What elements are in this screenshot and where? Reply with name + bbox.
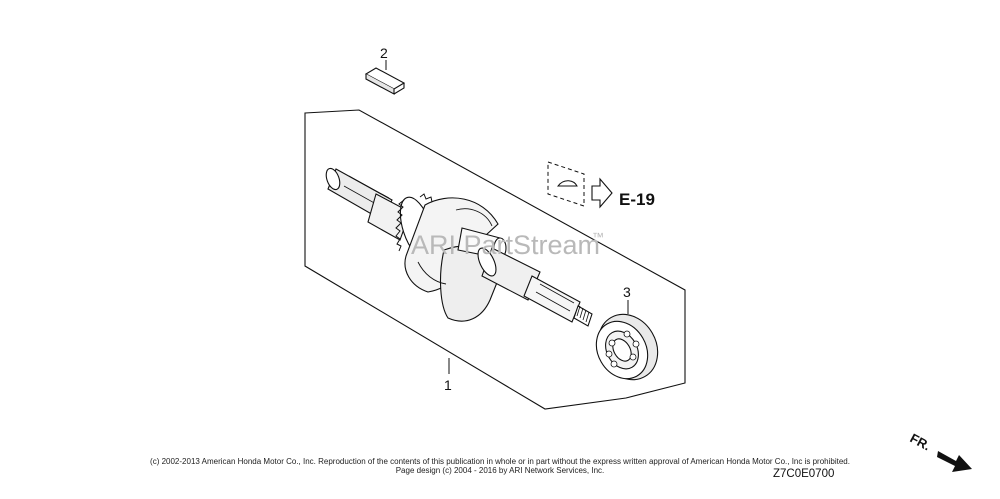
callout-1: 1 bbox=[444, 377, 452, 393]
key-outline bbox=[556, 180, 578, 187]
woodruff-key-part bbox=[364, 67, 406, 95]
ball-bearing-part bbox=[595, 313, 659, 381]
front-direction-label: FR. bbox=[908, 430, 934, 453]
reference-label: E-19 bbox=[619, 190, 655, 209]
assembly-outline bbox=[304, 109, 686, 410]
copyright-line-1: (c) 2002-2013 American Honda Motor Co., … bbox=[150, 457, 850, 466]
diagram-code: Z7C0E0700 bbox=[773, 468, 834, 480]
watermark: ARI PartStream bbox=[411, 230, 600, 260]
watermark-trademark: ™ bbox=[592, 230, 604, 244]
copyright-line-2: Page design (c) 2004 - 2016 by ARI Netwo… bbox=[395, 466, 605, 475]
cross-reference: E-19 bbox=[547, 161, 655, 209]
crankshaft-part bbox=[325, 167, 593, 327]
callout-3: 3 bbox=[623, 284, 631, 300]
arrow-right-icon bbox=[591, 177, 613, 209]
callout-2: 2 bbox=[380, 45, 388, 61]
front-direction-arrow-icon bbox=[937, 451, 972, 472]
